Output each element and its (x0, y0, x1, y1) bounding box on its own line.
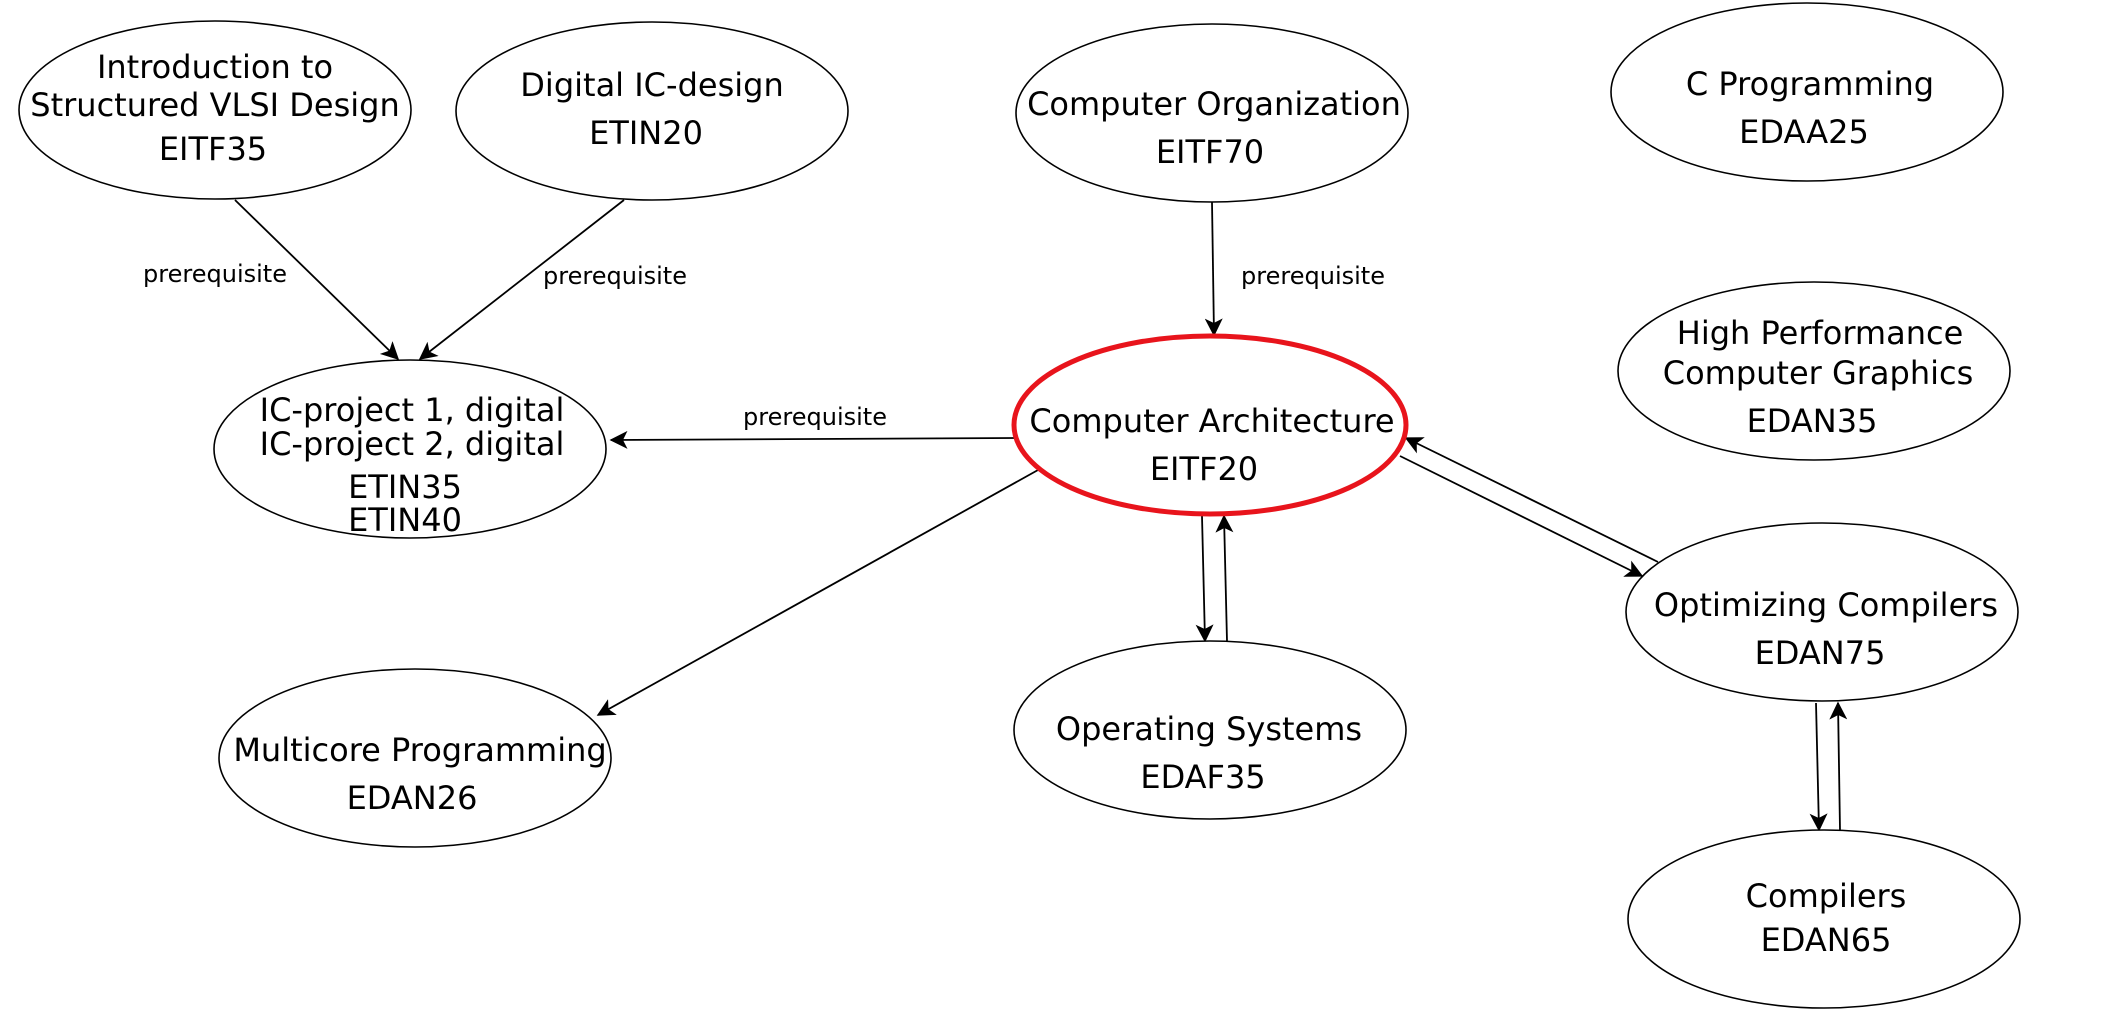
node-edan65[interactable]: Compilers EDAN65 (1627, 829, 2021, 1009)
node-edaa25-line-2: EDAA25 (1739, 113, 1869, 151)
node-etin35-line-2: IC-project 2, digital (260, 425, 565, 463)
edge-label-eitf35-etin35: prerequisite (143, 260, 287, 288)
edge-eitf20-to-etin35 (609, 430, 1017, 449)
node-etin35[interactable]: IC-project 1, digital IC-project 2, digi… (213, 359, 607, 539)
node-etin35-line-1: IC-project 1, digital (260, 391, 565, 429)
node-edaa25[interactable]: C Programming EDAA25 (1610, 2, 2004, 182)
node-edaf35-line-1: Operating Systems (1056, 710, 1362, 748)
edge-edaf35-to-eitf20 (1215, 514, 1234, 642)
edge-eitf35-to-etin35 (234, 199, 400, 361)
node-eitf35-line-2: Structured VLSI Design (30, 86, 399, 124)
node-edan35[interactable]: High Performance Computer Graphics EDAN3… (1617, 281, 2011, 461)
edge-edan65-to-edan75 (1829, 701, 1848, 831)
node-edan65-line-2: EDAN65 (1761, 921, 1892, 959)
edge-labels: prerequisite prerequisite prerequisite p… (143, 260, 1385, 431)
node-edan35-line-3: EDAN35 (1747, 402, 1878, 440)
node-eitf70[interactable]: Computer Organization EITF70 (1015, 23, 1409, 203)
node-edan26[interactable]: Multicore Programming EDAN26 (218, 668, 612, 848)
edge-label-eitf20-etin35: prerequisite (743, 403, 887, 431)
node-edan75-line-2: EDAN75 (1755, 634, 1886, 672)
node-edan35-line-1: High Performance (1677, 314, 1964, 352)
edges (234, 199, 1848, 832)
nodes: Introduction to Structured VLSI Design E… (18, 2, 2021, 1009)
edge-eitf20-to-edaf35 (1195, 515, 1214, 643)
node-etin35-line-3: ETIN35 (348, 468, 462, 506)
node-eitf70-line-1: Computer Organization (1027, 85, 1401, 123)
edge-eitf70-to-eitf20 (1204, 201, 1223, 337)
node-edaa25-line-1: C Programming (1686, 65, 1934, 103)
node-edan75[interactable]: Optimizing Compilers EDAN75 (1625, 522, 2019, 702)
node-eitf35[interactable]: Introduction to Structured VLSI Design E… (18, 20, 412, 200)
edge-eitf20-to-edan75 (1399, 455, 1644, 577)
edge-edan75-to-eitf20 (1404, 437, 1659, 563)
node-eitf35-line-3: EITF35 (159, 130, 267, 168)
node-eitf70-line-2: EITF70 (1156, 133, 1264, 171)
node-etin20-line-1: Digital IC-design (520, 66, 783, 104)
node-etin20[interactable]: Digital IC-design ETIN20 (455, 21, 849, 201)
node-edan26-line-1: Multicore Programming (233, 731, 606, 769)
node-etin20-line-2: ETIN20 (589, 114, 703, 152)
node-eitf20-line-1: Computer Architecture (1029, 402, 1394, 440)
edge-etin20-to-etin35 (418, 199, 625, 360)
node-eitf20[interactable]: Computer Architecture EITF20 (1011, 333, 1409, 517)
edge-eitf20-to-edan26 (596, 469, 1039, 716)
node-edan26-line-2: EDAN26 (347, 779, 478, 817)
node-etin35-line-4: ETIN40 (348, 501, 462, 539)
node-edaf35-line-2: EDAF35 (1140, 758, 1265, 796)
node-eitf35-line-1: Introduction to (97, 48, 333, 86)
node-edan75-line-1: Optimizing Compilers (1654, 586, 1998, 624)
edge-label-etin20-etin35: prerequisite (543, 262, 687, 290)
node-edan65-line-1: Compilers (1746, 877, 1907, 915)
node-edaf35[interactable]: Operating Systems EDAF35 (1013, 640, 1407, 820)
edge-edan75-to-edan65 (1809, 702, 1828, 832)
node-eitf20-line-2: EITF20 (1150, 450, 1258, 488)
edge-label-eitf70-eitf20: prerequisite (1241, 262, 1385, 290)
node-edan35-line-2: Computer Graphics (1663, 354, 1974, 392)
